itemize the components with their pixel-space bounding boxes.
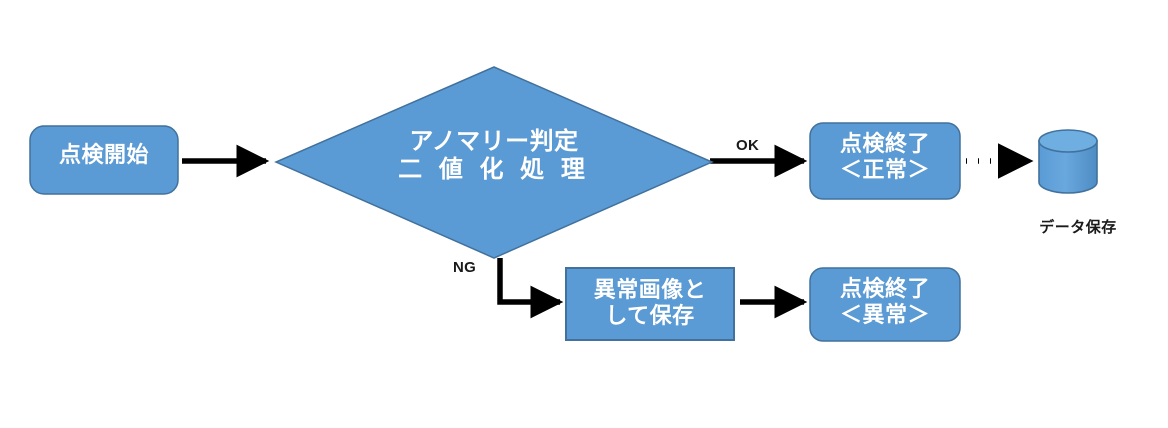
node-database[interactable]: [1038, 129, 1098, 194]
edge-decision-to-save: [497, 258, 564, 319]
node-start[interactable]: [29, 125, 179, 195]
edge-label-ok: OK: [736, 137, 760, 154]
edge-label-ng: NG: [453, 259, 477, 276]
database-caption: データ保存: [1039, 219, 1117, 236]
node-decision[interactable]: [274, 66, 714, 259]
node-save-anomaly-image[interactable]: [565, 267, 735, 341]
node-end-normal[interactable]: [809, 122, 961, 200]
node-end-abnormal[interactable]: [809, 267, 961, 342]
